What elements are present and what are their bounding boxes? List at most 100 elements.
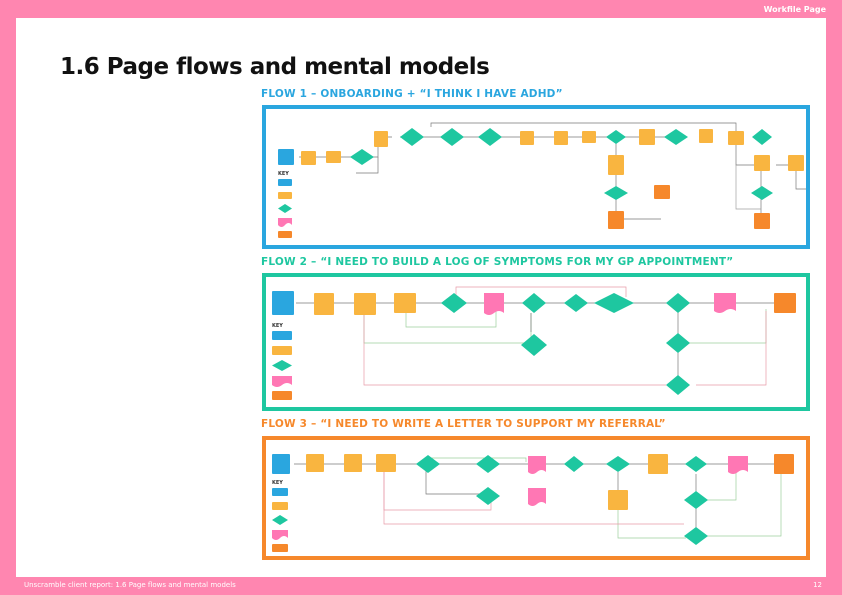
decision-node (606, 456, 630, 472)
decision-node (416, 455, 440, 473)
connector (776, 164, 806, 190)
decision-node (521, 334, 547, 356)
footer-page-number: 12 (813, 581, 822, 589)
flow-node (608, 155, 624, 175)
connector (430, 122, 737, 133)
key-decision (272, 515, 288, 525)
footer-caption: Unscramble client report: 1.6 Page flows… (24, 581, 236, 589)
key-start (272, 331, 292, 340)
key-end (272, 544, 288, 552)
decision-node (685, 456, 707, 472)
decision-node (664, 129, 688, 145)
flow-node (306, 454, 324, 472)
connector (383, 470, 684, 525)
decision-node (666, 333, 690, 353)
decision-node (400, 128, 424, 146)
key-label: KEY (278, 171, 289, 177)
flow-node (648, 454, 668, 474)
decision-node (684, 527, 708, 545)
connector (696, 311, 767, 386)
flow-node (608, 490, 628, 510)
flow-3-title: FLOW 3 – “I NEED TO WRITE A LETTER TO SU… (261, 418, 666, 430)
decision-node (564, 456, 584, 472)
flow-2-chart: KEY (272, 286, 796, 400)
flow-node (301, 151, 316, 165)
key-start (278, 179, 292, 186)
key-document (278, 218, 292, 227)
key-label: KEY (272, 323, 283, 329)
flow-node (639, 129, 655, 145)
start-node (272, 291, 294, 315)
connector (706, 472, 782, 537)
end-node (754, 213, 770, 229)
decision-node (440, 128, 464, 146)
key-document (272, 530, 288, 540)
decision-node (441, 293, 467, 313)
flow-node (728, 131, 744, 145)
connector (383, 470, 492, 511)
decision-node (666, 293, 690, 313)
document-node (528, 456, 546, 474)
connector (735, 165, 761, 210)
decision-node (478, 128, 502, 146)
page-sheet: 1.6 Page flows and mental models FLOW 1 … (16, 18, 826, 577)
flow-3-diagram: KEY (262, 436, 810, 560)
key-document (272, 376, 292, 387)
page-title: 1.6 Page flows and mental models (60, 54, 490, 80)
flow-node (788, 155, 804, 171)
connector (678, 309, 767, 344)
flow-node (326, 151, 341, 163)
flow-node (754, 155, 770, 171)
flow-node (554, 131, 568, 145)
decision-node (606, 130, 626, 144)
key-page (278, 192, 292, 199)
connector (405, 309, 497, 328)
key-decision (272, 360, 292, 371)
decision-node (666, 375, 690, 395)
flow-node (354, 293, 376, 315)
flow-node (520, 131, 534, 145)
connector (363, 303, 666, 386)
workfile-page-tag: Workfile Page (763, 5, 826, 14)
connector (356, 157, 379, 174)
document-node (528, 488, 546, 506)
document-node (728, 456, 748, 474)
connector (363, 303, 532, 344)
flow-node (374, 131, 388, 147)
decision-node (476, 455, 500, 473)
flow-2-title: FLOW 2 – “I NEED TO BUILD A LOG OF SYMPT… (261, 256, 734, 268)
connector (696, 470, 737, 501)
key-label: KEY (272, 480, 283, 486)
start-node (272, 454, 290, 474)
document-node (714, 293, 736, 313)
decision-node (522, 293, 546, 313)
end-node (654, 185, 670, 199)
flow-1-title: FLOW 1 – ONBOARDING + “I THINK I HAVE AD… (261, 88, 563, 100)
key-page (272, 346, 292, 355)
decision-node (751, 186, 773, 200)
key-page (272, 502, 288, 510)
decision-node (684, 491, 708, 509)
decision-node (752, 129, 772, 145)
decision-node (476, 487, 500, 505)
key-decision (278, 204, 292, 213)
flow-node (699, 129, 713, 143)
decision-node (350, 149, 374, 165)
flow-2-diagram: KEY (262, 273, 810, 411)
key-start (272, 488, 288, 496)
key-end (278, 231, 292, 238)
flow-1-chart: KEY (278, 122, 806, 238)
start-node (278, 149, 294, 165)
flow-node (394, 293, 416, 313)
flow-node (582, 131, 596, 143)
document-node (484, 293, 504, 315)
connector (425, 457, 527, 462)
end-node (774, 454, 794, 474)
decision-node (564, 294, 588, 312)
decision-node (604, 186, 628, 200)
flow-node (344, 454, 362, 472)
flow-node (376, 454, 396, 472)
connector (425, 470, 486, 495)
flow-1-diagram: KEY (262, 105, 810, 249)
end-node (608, 211, 624, 229)
